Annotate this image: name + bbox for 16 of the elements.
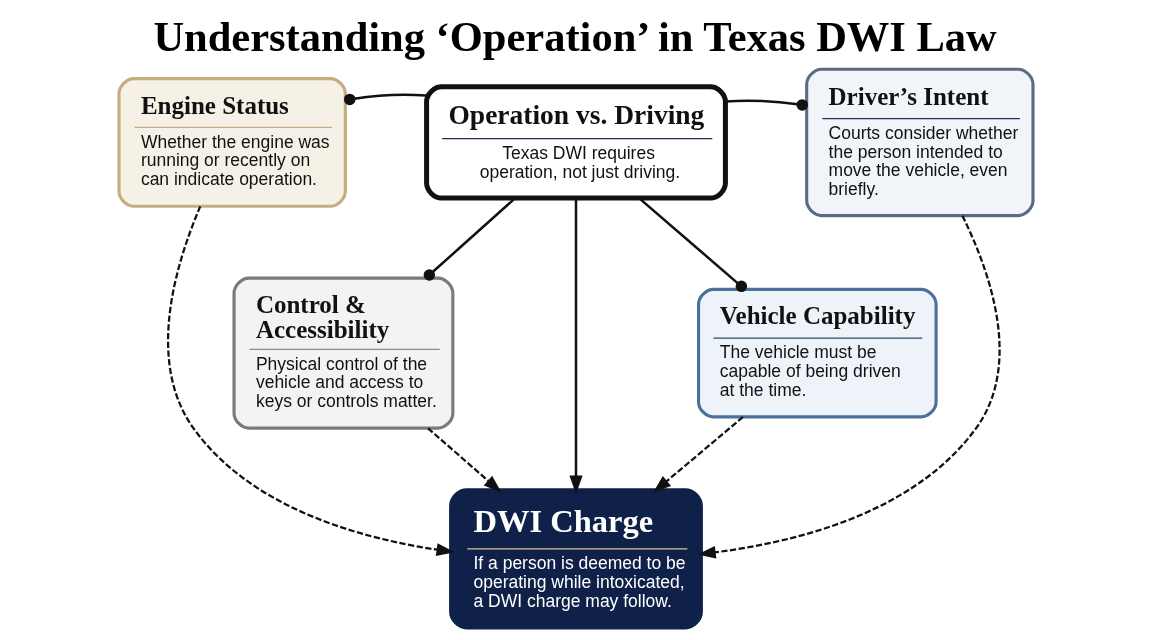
node-box: Vehicle Capability The vehicle must be capable of being driven at the time. <box>696 287 938 419</box>
node-box: Operation vs. Driving Texas DWI requires operation, not just driving. <box>424 84 728 201</box>
diagram-title: Understanding ‘Operation’ in Texas DWI Law <box>153 12 997 60</box>
connector <box>725 99 808 111</box>
connector <box>344 93 427 106</box>
connector <box>423 197 516 281</box>
arrow <box>652 416 744 493</box>
connector <box>638 197 748 293</box>
node-box: Engine Status Whether the engine was running or recently on can indicate operation. <box>117 77 347 208</box>
node-box: Control & Accessibility Physical control of the vehicle and access to keys or controls matter. <box>232 276 455 430</box>
arrow <box>427 427 502 493</box>
node-box: Driver’s Intent Courts consider whether the person intended to move the vehicle, even briefly. <box>805 67 1035 218</box>
arrow <box>569 198 583 495</box>
arrow <box>697 215 1001 559</box>
node-box: DWI Charge If a person is deemed to be operating while intoxicated, a DWI charge may follow. <box>449 488 703 630</box>
arrow <box>167 205 455 556</box>
